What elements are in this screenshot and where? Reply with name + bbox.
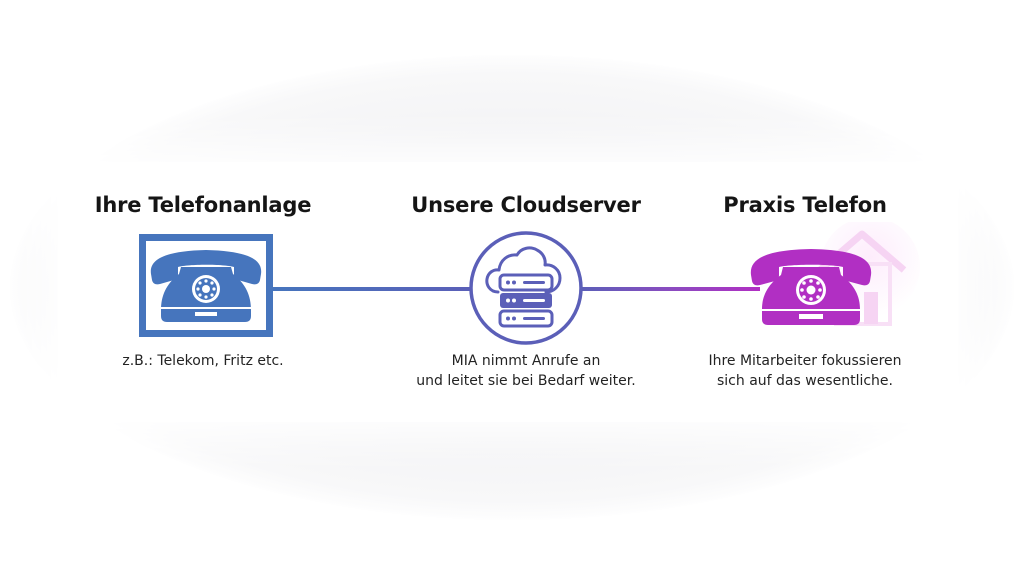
cloud-server-icon <box>469 231 583 345</box>
rotary-phone-icon <box>750 249 872 325</box>
rotary-phone-in-frame-icon <box>139 234 273 337</box>
title-telefonanlage: Ihre Telefonanlage <box>94 193 312 217</box>
description-line: Ihre Mitarbeiter fokussieren <box>708 353 902 369</box>
connector-line-right <box>580 287 760 291</box>
description-praxis-telefon: Ihre Mitarbeiter fokussieren sich auf da… <box>685 351 925 391</box>
description-line: MIA nimmt Anrufe an <box>451 353 601 369</box>
description-line: und leitet sie bei Bedarf weiter. <box>416 373 636 389</box>
description-line: z.B.: Telekom, Fritz etc. <box>122 353 284 369</box>
description-cloudserver: MIA nimmt Anrufe an und leitet sie bei B… <box>396 351 656 391</box>
title-praxis-telefon: Praxis Telefon <box>723 193 887 217</box>
title-cloudserver: Unsere Cloudserver <box>411 193 641 217</box>
description-telefonanlage: z.B.: Telekom, Fritz etc. <box>98 351 308 371</box>
connector-line-left <box>272 287 474 291</box>
description-line: sich auf das wesentliche. <box>717 373 893 389</box>
